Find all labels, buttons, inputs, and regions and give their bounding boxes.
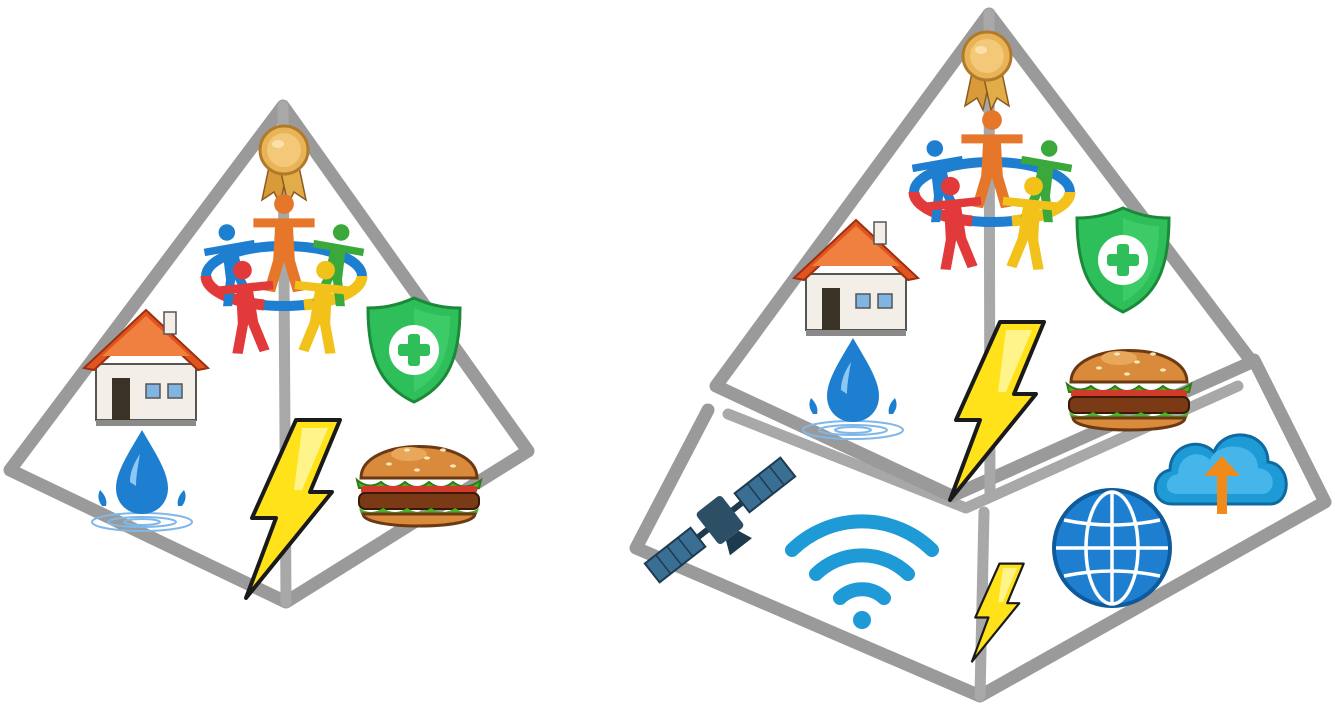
health-shield-icon: [368, 298, 460, 402]
health-shield-icon: [1077, 208, 1169, 312]
cloud-upload-icon: [1155, 435, 1286, 514]
burger-icon: [357, 447, 481, 527]
right-pyramid: [636, 14, 1325, 696]
globe-icon: [1054, 490, 1170, 606]
left-pyramid: [10, 106, 528, 602]
burger-icon: [1067, 351, 1191, 431]
satellite-icon: [640, 451, 809, 599]
house-icon: [794, 220, 918, 336]
water-drop-icon: [803, 338, 903, 439]
wifi-icon: [792, 521, 932, 629]
water-drop-icon: [92, 430, 192, 531]
house-icon: [84, 310, 208, 426]
